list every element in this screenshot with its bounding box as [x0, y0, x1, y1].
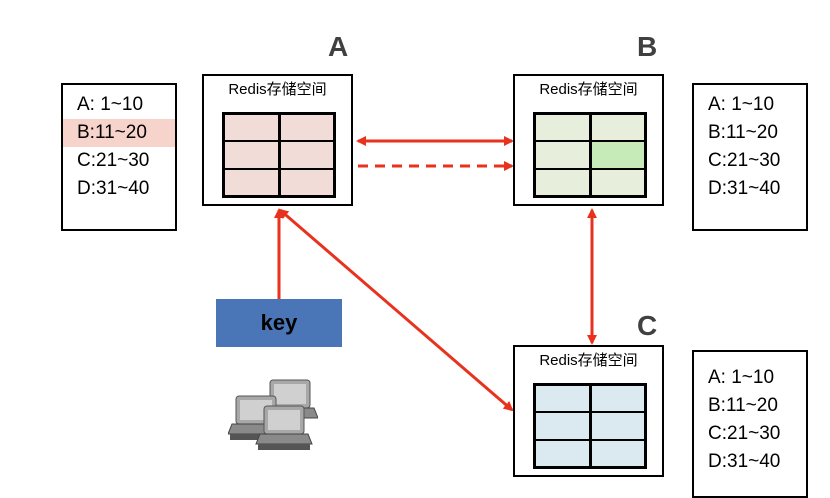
slot-cell-highlighted — [590, 141, 645, 169]
slot-cell — [535, 412, 590, 440]
node-a-slot-grid — [222, 112, 336, 198]
range-line: A: 1~10 — [708, 94, 775, 115]
range-line: C:21~30 — [77, 150, 150, 171]
node-c-slot-ranges: A: 1~10 B:11~20 C:21~30 D:31~40 — [692, 350, 808, 498]
range-line: B:11~20 — [708, 122, 778, 143]
range-line: D:31~40 — [708, 451, 781, 472]
slot-cell — [224, 141, 279, 169]
slot-cell — [535, 439, 590, 467]
slot-cell — [535, 141, 590, 169]
range-line: A: 1~10 — [77, 94, 144, 115]
slot-cell — [535, 385, 590, 413]
node-c-storage-title: Redis存储空间 — [539, 352, 638, 369]
node-a-storage-title: Redis存储空间 — [228, 81, 327, 98]
node-a-label: A — [328, 31, 349, 62]
range-line: C:21~30 — [708, 423, 781, 444]
slot-cell — [590, 439, 645, 467]
range-line: A: 1~10 — [708, 367, 775, 388]
range-line: B:11~20 — [708, 395, 778, 416]
range-line: D:31~40 — [708, 178, 781, 199]
slot-cell — [279, 114, 334, 142]
node-b-slot-ranges: A: 1~10 B:11~20 C:21~30 D:31~40 — [692, 83, 808, 231]
node-b-storage: Redis存储空间 — [513, 74, 664, 206]
slot-cell — [590, 412, 645, 440]
node-c-storage: Redis存储空间 — [513, 345, 664, 477]
computer-cluster-icon — [228, 379, 318, 450]
node-b-slot-grid — [533, 112, 647, 198]
node-c-label: C — [637, 310, 658, 341]
range-line-highlighted: B:11~20 — [63, 119, 175, 147]
node-b-label: B — [637, 31, 658, 62]
slot-cell — [535, 168, 590, 196]
slot-cell — [590, 385, 645, 413]
key-box: key — [216, 299, 342, 347]
slot-cell — [590, 114, 645, 142]
node-c-slot-grid — [533, 383, 647, 469]
node-b-storage-title: Redis存储空间 — [539, 81, 638, 98]
slot-cell — [590, 168, 645, 196]
node-a-slot-ranges: A: 1~10 B:11~20 C:21~30 D:31~40 — [61, 83, 177, 231]
slot-cell — [279, 141, 334, 169]
arrow-a-c — [278, 208, 514, 412]
range-line: D:31~40 — [77, 178, 150, 199]
slot-cell — [224, 114, 279, 142]
range-line: C:21~30 — [708, 150, 781, 171]
slot-cell — [279, 168, 334, 196]
node-a-storage: Redis存储空间 — [202, 74, 353, 206]
slot-cell — [535, 114, 590, 142]
slot-cell — [224, 168, 279, 196]
